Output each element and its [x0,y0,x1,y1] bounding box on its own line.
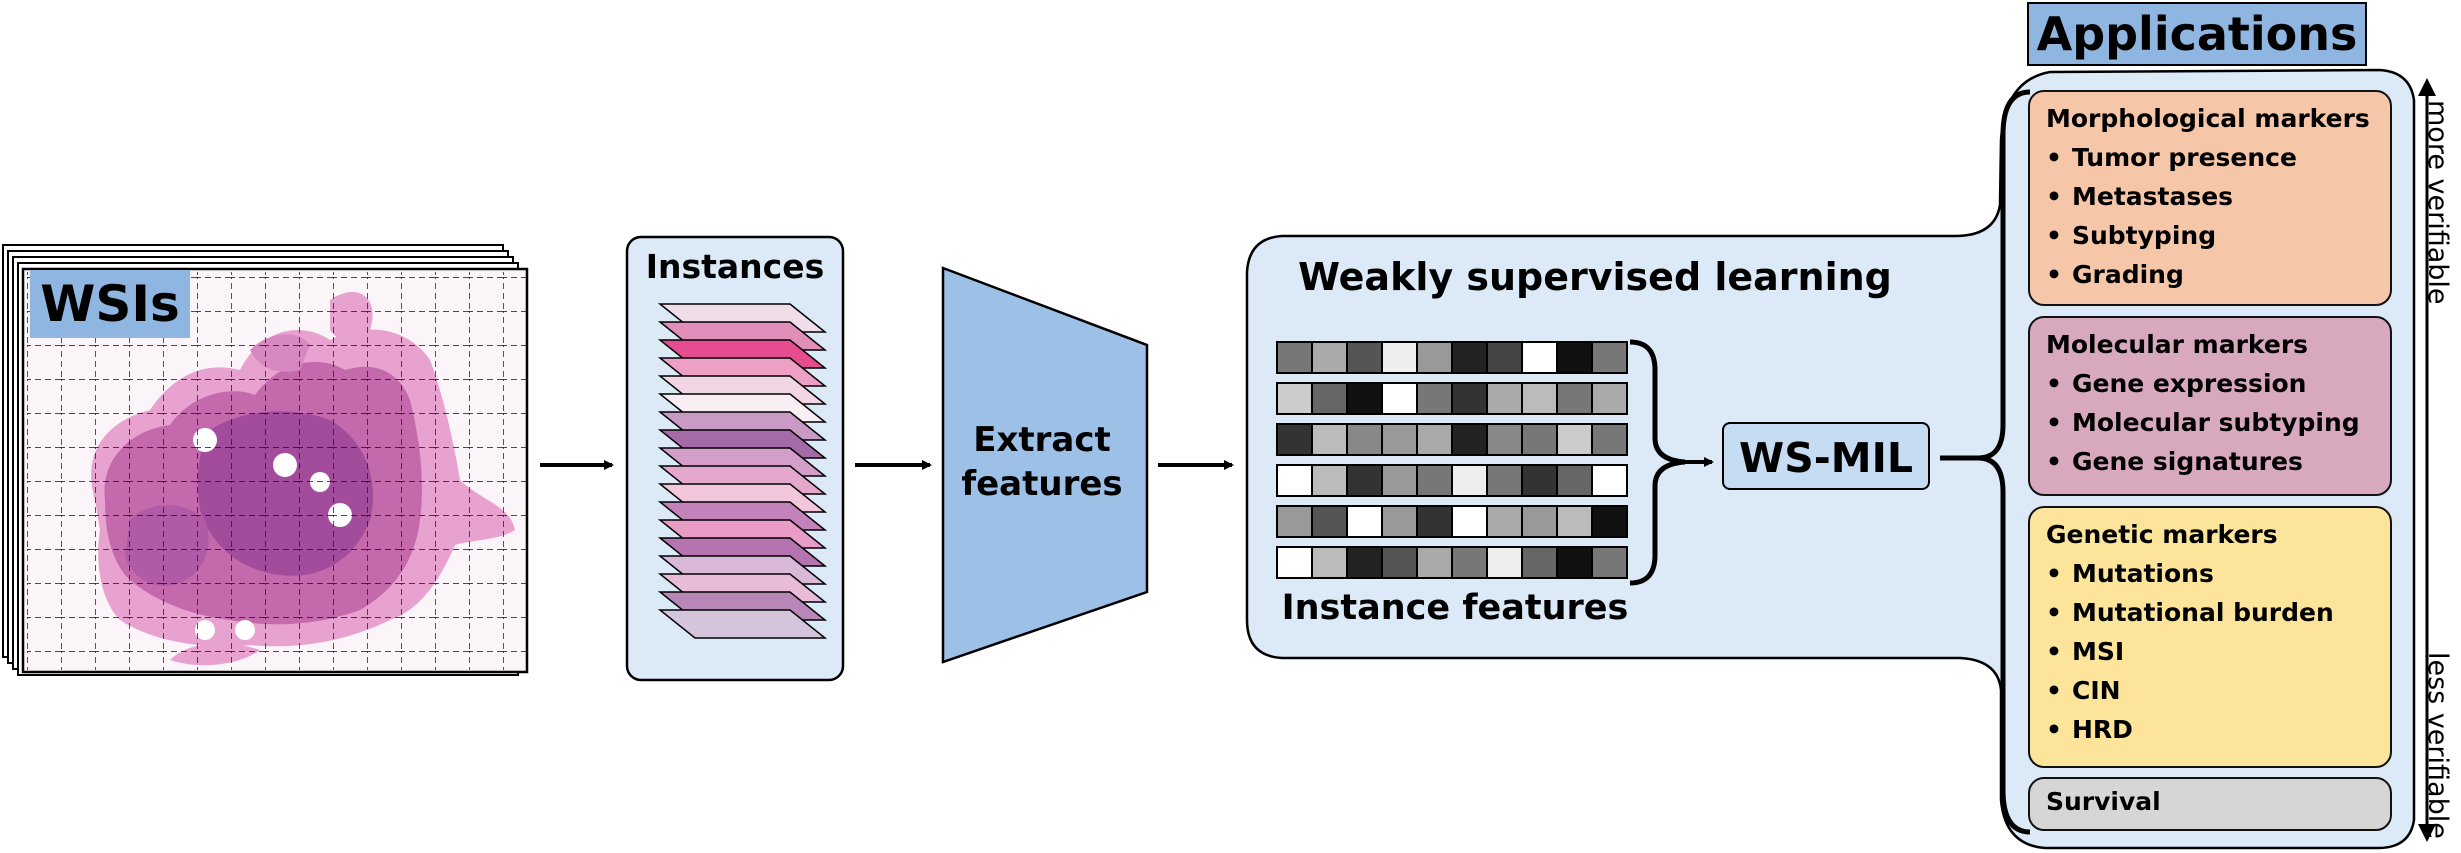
feature-cell [1346,341,1383,374]
extract-features-label: Extract features [942,418,1142,506]
list-item: Metastases [2046,177,2378,216]
feature-cell [1521,505,1558,538]
list-item: MSI [2046,632,2378,671]
feature-cell [1451,546,1488,579]
feature-extractor-shape [941,266,1149,664]
feature-cell [1486,546,1523,579]
list-item: Grading [2046,255,2378,294]
feature-cell [1381,464,1418,497]
list-item: Gene expression [2046,364,2378,403]
feature-cell [1311,505,1348,538]
feature-cell [1416,423,1453,456]
feature-cell [1591,546,1628,579]
feature-cell [1381,341,1418,374]
feature-cell [1311,546,1348,579]
feature-cell [1416,505,1453,538]
feature-cell [1276,464,1313,497]
list-item: Molecular subtyping [2046,403,2378,442]
axis-label-more-verifiable: more verifiable [2422,100,2453,305]
category-title: Genetic markers [2046,520,2278,549]
feature-cell [1346,382,1383,415]
feature-cell [1276,423,1313,456]
instance-patch-stack [657,303,828,639]
feature-cell [1486,423,1523,456]
wsi-label: WSIs [30,270,190,338]
wsl-title: Weakly supervised learning [1298,255,1892,299]
feature-cell [1416,382,1453,415]
extract-label-line1: Extract [973,420,1111,460]
feature-cell [1381,423,1418,456]
instance-features-label: Instance features [1281,588,1629,628]
feature-cell [1591,505,1628,538]
wsmil-box: WS-MIL [1722,422,1930,490]
feature-cell [1556,423,1593,456]
feature-cell [1521,546,1558,579]
feature-cell [1556,505,1593,538]
feature-cell [1311,423,1348,456]
feature-cell [1346,464,1383,497]
feature-cell [1521,382,1558,415]
feature-cell [1591,382,1628,415]
category-molecular-markers: Molecular markers Gene expression Molecu… [2028,316,2392,496]
axis-arrow-up-icon [2418,78,2436,96]
feature-cell [1346,423,1383,456]
category-title: Molecular markers [2046,330,2309,359]
feature-cell [1346,546,1383,579]
feature-cell [1311,464,1348,497]
category-genetic-markers: Genetic markers Mutations Mutational bur… [2028,506,2392,768]
axis-label-less-verifiable: less verifiable [2422,652,2453,839]
list-item: CIN [2046,671,2378,710]
feature-cell [1556,464,1593,497]
category-title: Survival [2046,787,2161,816]
feature-cell [1451,423,1488,456]
feature-cell [1556,382,1593,415]
feature-cell [1486,505,1523,538]
feature-cell [1556,341,1593,374]
feature-cell [1381,382,1418,415]
feature-cell [1311,382,1348,415]
category-morphological-markers: Morphological markers Tumor presence Met… [2028,90,2392,306]
list-item: HRD [2046,710,2378,749]
feature-cell [1521,423,1558,456]
feature-cell [1451,505,1488,538]
feature-cell [1521,464,1558,497]
feature-cell [1416,464,1453,497]
feature-cell [1486,464,1523,497]
feature-cell [1451,382,1488,415]
list-item: Mutations [2046,554,2378,593]
list-item: Gene signatures [2046,442,2378,481]
feature-cell [1451,341,1488,374]
feature-cell [1381,546,1418,579]
feature-cell [1591,423,1628,456]
category-survival: Survival [2028,777,2392,831]
category-title: Morphological markers [2046,104,2370,133]
list-item: Subtyping [2046,216,2378,255]
feature-cell [1591,464,1628,497]
feature-cell [1416,546,1453,579]
feature-cell [1276,382,1313,415]
feature-cell [1311,341,1348,374]
feature-cell [1486,341,1523,374]
feature-cell [1416,341,1453,374]
instance-feature-matrix [1276,341,1628,579]
feature-cell [1276,505,1313,538]
feature-cell [1381,505,1418,538]
extract-label-line2: features [961,464,1123,504]
list-item: Mutational burden [2046,593,2378,632]
applications-brace [1977,89,2031,835]
feature-cell [1556,546,1593,579]
patch-grid [27,272,527,670]
list-item: Tumor presence [2046,138,2378,177]
applications-title: Applications [2027,2,2367,66]
feature-cell [1521,341,1558,374]
feature-cell [1451,464,1488,497]
feature-cell [1276,546,1313,579]
feature-cell [1486,382,1523,415]
feature-cell [1276,341,1313,374]
feature-cell [1346,505,1383,538]
feature-cell [1591,341,1628,374]
instances-title: Instances [645,247,825,286]
axis-arrow-down-icon [2418,824,2436,842]
